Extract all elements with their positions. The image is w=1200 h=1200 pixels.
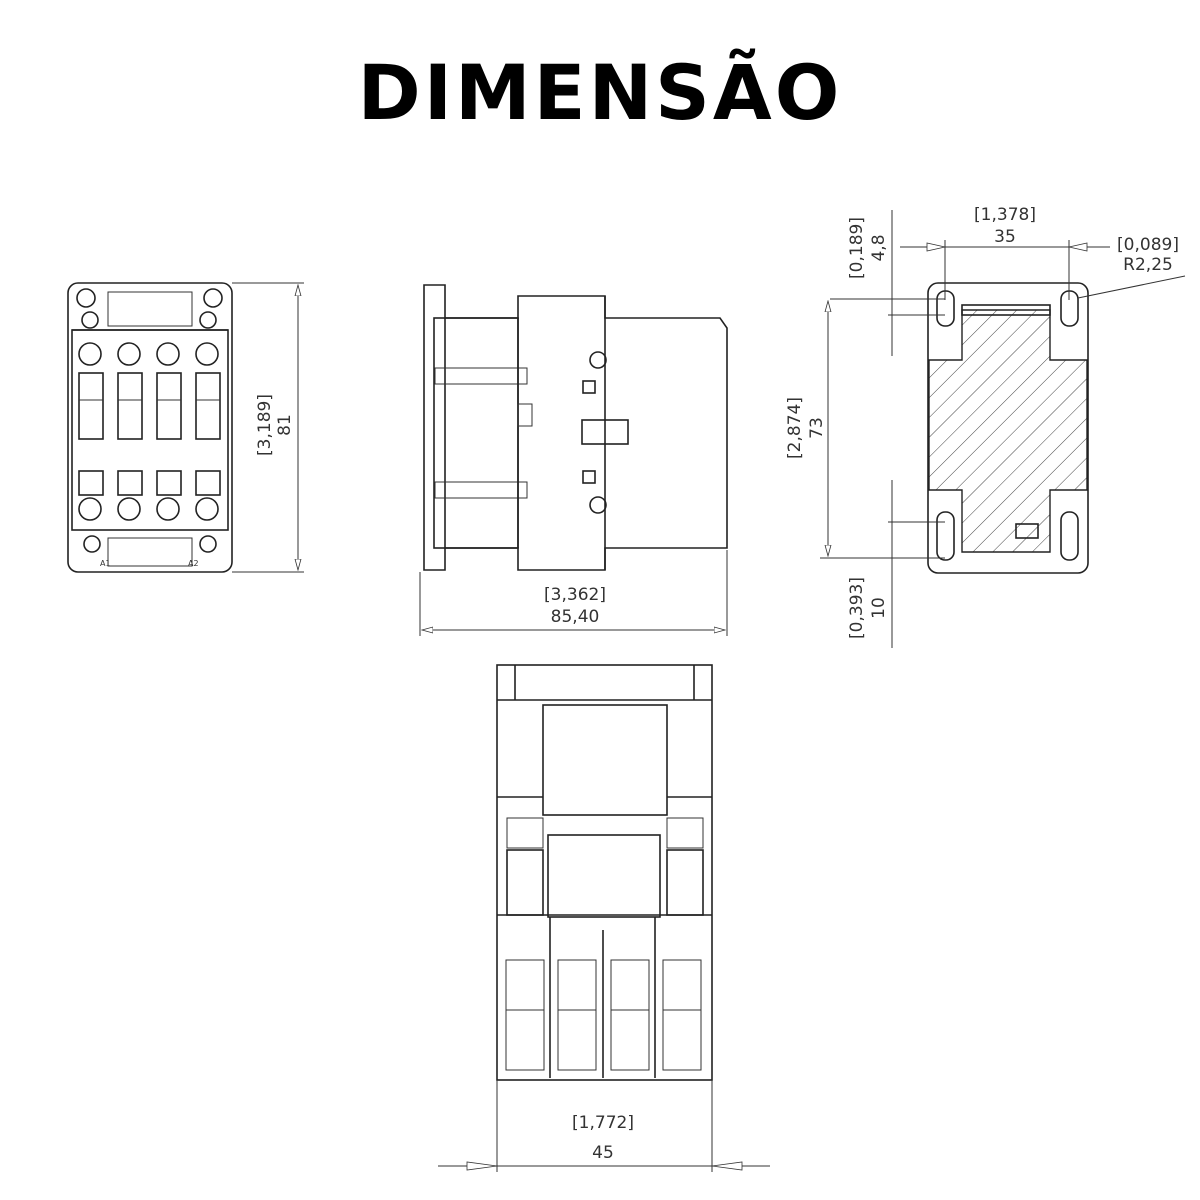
- front-height-mm: 81: [275, 414, 295, 436]
- back-top-mm: 4,8: [869, 234, 889, 261]
- front-view: A1 A2 [3,189] 81: [67, 282, 304, 573]
- side-depth-in: [3,362]: [544, 585, 606, 605]
- terminal-a2-label: A2: [188, 559, 199, 568]
- bottom-view: [1,772] 45: [438, 664, 770, 1172]
- page-title: DIMENSÃO: [357, 48, 843, 137]
- bottom-width-mm: 45: [592, 1143, 614, 1163]
- back-width-in: [1,378]: [974, 205, 1036, 225]
- back-height-mm: 73: [807, 417, 827, 439]
- back-top-in: [0,189]: [847, 217, 867, 279]
- back-bottom-mm: 10: [869, 597, 889, 619]
- back-radius-in: [0,089]: [1117, 235, 1179, 255]
- side-view: [3,362] 85,40: [419, 284, 728, 636]
- back-radius-mm: R2,25: [1123, 255, 1173, 275]
- front-height-in: [3,189]: [255, 394, 275, 456]
- side-depth-mm: 85,40: [551, 607, 600, 627]
- terminal-a1-label: A1: [100, 559, 111, 568]
- back-height-in: [2,874]: [785, 397, 805, 459]
- back-view: [1,378] 35 [0,089] R2,25 [0,189] 4,8 [2,…: [785, 205, 1186, 648]
- back-width-mm: 35: [994, 227, 1016, 247]
- bottom-width-in: [1,772]: [572, 1113, 634, 1133]
- back-bottom-in: [0,393]: [847, 577, 867, 639]
